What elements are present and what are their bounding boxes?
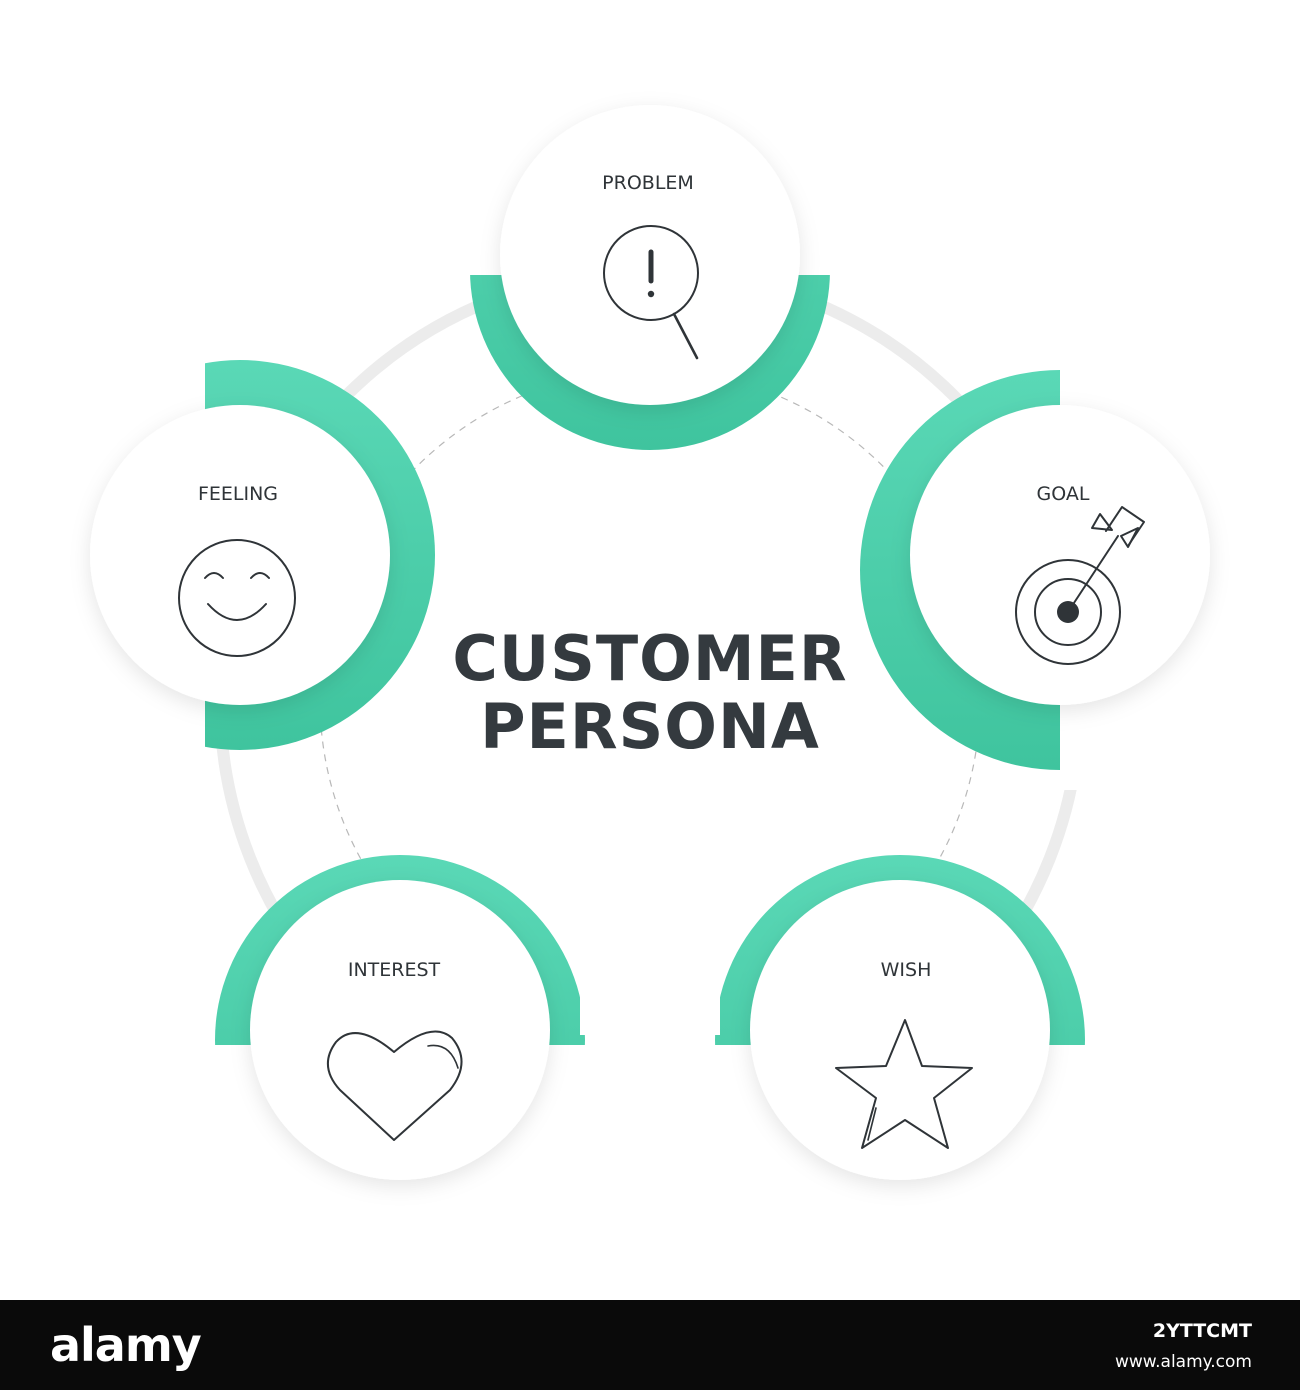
footer-bar: alamy 2YTTCMT www.alamy.com: [0, 1300, 1300, 1390]
image-id: 2YTTCMT: [1152, 1320, 1252, 1342]
goal-label: GOAL: [1037, 483, 1090, 505]
interest-label: INTEREST: [348, 959, 441, 981]
center-title-line1: CUSTOMER: [452, 622, 847, 695]
alamy-logo: alamy: [50, 1318, 202, 1372]
wish-label: WISH: [881, 959, 932, 981]
center-title-line2: PERSONA: [480, 690, 820, 763]
goal-node: [910, 405, 1210, 705]
problem-label: PROBLEM: [602, 172, 694, 194]
alert-search-icon: [603, 225, 699, 360]
customer-persona-diagram: CUSTOMER PERSONA PROBLEM GOAL WISH INTER…: [45, 90, 1260, 1225]
footer-url: www.alamy.com: [1114, 1352, 1252, 1372]
feeling-node: [90, 405, 390, 705]
smile-icon: [178, 539, 296, 657]
target-arrow-icon: [1015, 506, 1145, 665]
heart-icon: [327, 1030, 463, 1141]
feeling-label: FEELING: [198, 483, 278, 505]
star-icon: [835, 1019, 973, 1149]
interest-node: [250, 880, 550, 1180]
